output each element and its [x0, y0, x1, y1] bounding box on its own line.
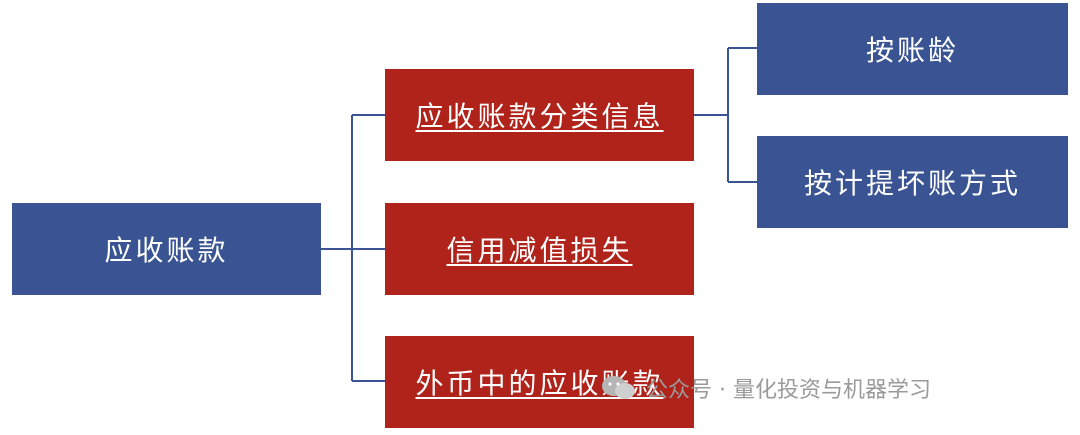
node-by-aging-label: 按账龄 [865, 34, 959, 67]
node-classification-info: 应收账款分类信息 [385, 69, 694, 161]
node-by-provision-method-label: 按计提坏账方式 [803, 167, 1021, 200]
node-classification-info-label: 应收账款分类信息 [415, 100, 664, 133]
node-by-provision-method: 按计提坏账方式 [757, 136, 1068, 228]
watermark-text: 公众号 · 量化投资与机器学习 [646, 378, 931, 403]
root-node: 应收账款 [12, 203, 321, 295]
wechat-icon [602, 376, 635, 399]
node-by-aging: 按账龄 [757, 3, 1068, 95]
node-credit-impairment-loss-label: 信用减值损失 [446, 234, 633, 267]
root-node-label: 应收账款 [104, 234, 229, 267]
watermark: 公众号 · 量化投资与机器学习 [600, 372, 931, 404]
node-credit-impairment-loss: 信用减值损失 [385, 203, 694, 295]
